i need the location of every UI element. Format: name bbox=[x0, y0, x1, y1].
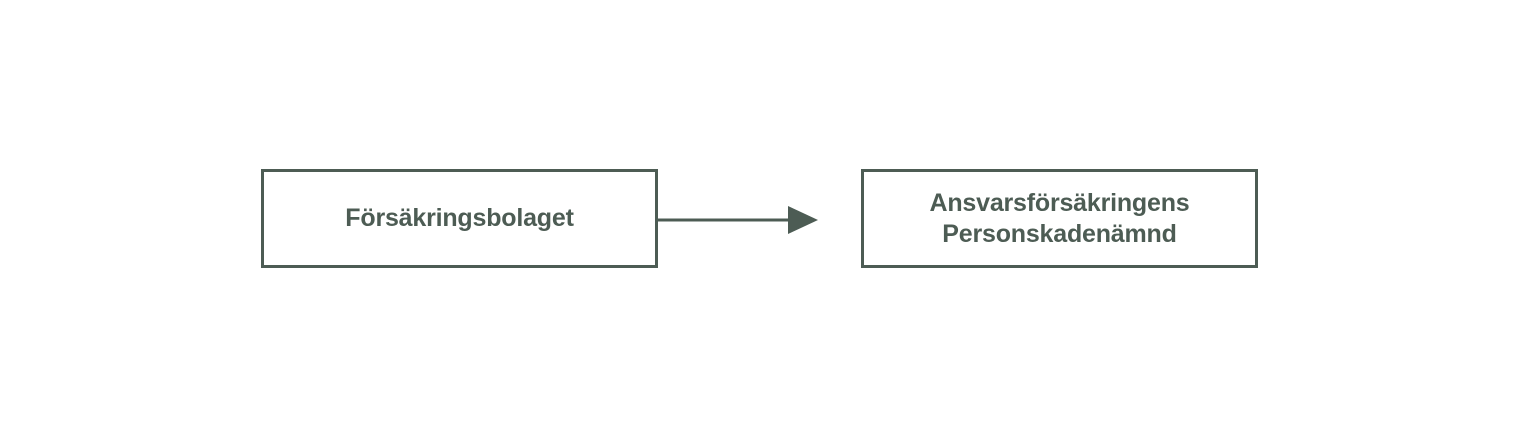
node-liability-board[interactable]: Ansvarsförsäkringens Personskadenämnd bbox=[861, 169, 1258, 268]
connector-arrowhead bbox=[788, 206, 818, 234]
node-insurance-company-label: Försäkringsbolaget bbox=[345, 204, 574, 232]
arrow-right-icon bbox=[658, 206, 818, 234]
node-insurance-company[interactable]: Försäkringsbolaget bbox=[261, 169, 658, 268]
node-liability-board-label: Ansvarsförsäkringens Personskadenämnd bbox=[929, 188, 1190, 248]
